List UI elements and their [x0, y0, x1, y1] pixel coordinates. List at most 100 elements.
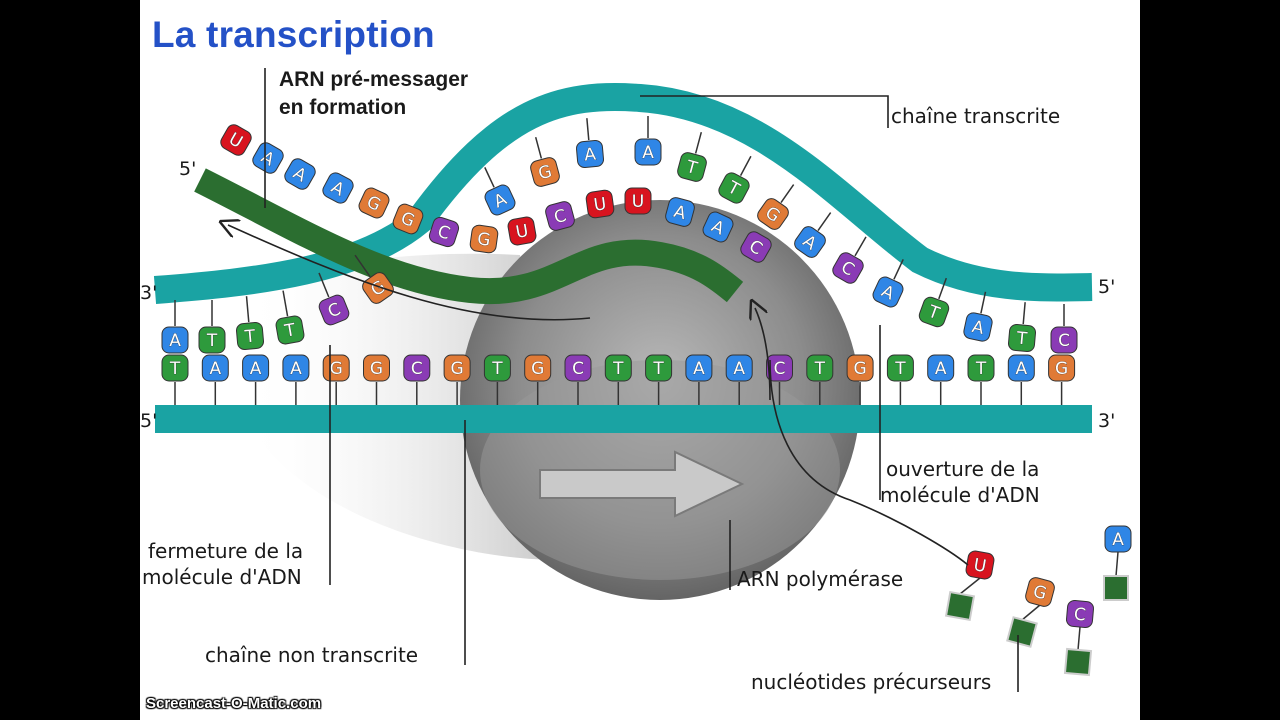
template-bulge-nucleotide: T: [677, 132, 707, 182]
label-chaine-non-transcrite: chaîne non transcrite: [205, 643, 419, 667]
template-bulge-nucleotide: G: [530, 137, 560, 187]
polymerase-entry-arrow: [755, 308, 771, 401]
template-left-nucleotide: T: [235, 296, 265, 351]
precursor-phosphate: [1103, 575, 1129, 601]
nucleotide-letter: C: [774, 359, 786, 379]
precursor-nucleotide: A: [1104, 525, 1132, 553]
nucleotide-letter: U: [514, 221, 530, 243]
nucleotide-letter: G: [1031, 582, 1049, 605]
nucleotide-letter: A: [693, 359, 705, 379]
coding-nucleotide: T: [604, 354, 632, 405]
template-left-nucleotide: T: [275, 290, 305, 345]
nucleotide-letter: T: [975, 359, 987, 379]
template-bulge-nucleotide: T: [718, 155, 752, 204]
nucleotide-letter: A: [1112, 530, 1124, 550]
rna-backbone: [194, 168, 744, 305]
nucleotide-letter: T: [243, 327, 257, 348]
nucleotide-letter: A: [733, 359, 745, 379]
top-right-5-prime: 5': [1098, 276, 1116, 298]
coding-nucleotide: A: [685, 354, 713, 405]
nucleotide-letter: T: [1015, 328, 1029, 349]
label-ouverture-2: molécule d'ADN: [880, 483, 1040, 507]
rna-nucleotide: C: [545, 201, 575, 231]
coding-nucleotide: T: [806, 354, 834, 405]
page-title: La transcription: [152, 14, 435, 55]
nucleotide-letter: T: [652, 359, 664, 379]
coding-nucleotide: G: [524, 354, 552, 405]
nucleotide-letter: C: [411, 359, 423, 379]
precursor-nucleotide: U: [965, 550, 995, 580]
nucleotide-letter: T: [612, 359, 624, 379]
template-bulge-nucleotide: A: [794, 212, 832, 258]
template-bulge-nucleotide: A: [634, 116, 662, 166]
coding-nucleotide: A: [282, 354, 310, 405]
rna-nucleotide: C: [740, 231, 772, 263]
template-left-nucleotide: T: [198, 300, 226, 354]
coding-nucleotide: A: [1007, 354, 1035, 405]
rna-nucleotide: G: [469, 224, 499, 254]
nucleotide-letter: A: [169, 331, 181, 351]
nucleotide-letter: C: [1058, 331, 1070, 351]
coding-nucleotide: T: [645, 354, 673, 405]
rna-nucleotide: A: [322, 172, 354, 204]
template-bulge-nucleotide: C: [1050, 304, 1078, 354]
template-bulge-nucleotide: A: [575, 118, 605, 169]
precursor-link: [1115, 551, 1119, 577]
rna-nucleotide: G: [392, 203, 424, 235]
nucleotide-letter: T: [206, 331, 218, 351]
bottom-right-3-prime: 3': [1098, 410, 1116, 432]
coding-nucleotide: T: [967, 354, 995, 405]
rna-strand: [194, 168, 744, 305]
polymerase-direction-arrow: [539, 450, 745, 518]
label-nucleotides-precurseurs: nucléotides précurseurs: [751, 670, 992, 694]
nucleotide-letter: T: [894, 359, 906, 379]
template-left-nucleotide: A: [161, 300, 189, 354]
nucleotide-letter: A: [1015, 359, 1027, 379]
nucleotide-letter: A: [583, 144, 597, 165]
rna-nucleotide: A: [665, 197, 695, 227]
nucleotide-letter: G: [476, 229, 492, 251]
template-left-nucleotide: C: [318, 272, 350, 326]
rna-nucleotide: A: [252, 142, 284, 174]
nucleotide-letter: A: [250, 359, 262, 379]
precursor-link: [1077, 626, 1081, 651]
nucleotide-letter: T: [282, 320, 297, 342]
template-bulge-nucleotide: A: [963, 291, 993, 342]
precursor-nucleotide: C: [1065, 599, 1095, 629]
rna-nucleotide: U: [220, 124, 252, 156]
nucleotide-letter: U: [972, 555, 988, 577]
label-ouverture-1: ouverture de la: [886, 457, 1040, 481]
nucleotide-letter: G: [1055, 359, 1068, 379]
watermark: Screencast-O-Matic.com: [146, 695, 322, 712]
coding-nucleotide: T: [483, 354, 511, 405]
bottom-backbone: [155, 405, 1092, 433]
nucleotide-letter: A: [642, 143, 654, 163]
template-bulge-nucleotide: A: [872, 259, 904, 308]
label-en-formation: en formation: [279, 96, 407, 119]
precursor-phosphate: [944, 590, 976, 622]
precursor-nucleotide: G: [1025, 577, 1055, 607]
coding-nucleotide: C: [403, 354, 431, 405]
label-arn-polymerase: ARN polymérase: [737, 567, 904, 591]
rna-nucleotide: C: [428, 216, 460, 248]
nucleotide-letter: A: [290, 359, 302, 379]
label-chaine-transcrite: chaîne transcrite: [891, 104, 1061, 128]
label-arn-pre-messager: ARN pré-messager: [279, 68, 469, 91]
rna-nucleotide: U: [585, 189, 615, 219]
precursor-link: [959, 577, 981, 595]
nucleotide-letter: G: [854, 359, 867, 379]
coding-nucleotide: G: [363, 354, 390, 405]
template-bulge-nucleotide: T: [918, 277, 950, 328]
label-fermeture-1: fermeture de la: [148, 539, 304, 563]
coding-nucleotide: C: [564, 354, 592, 405]
coding-nucleotide: A: [242, 354, 270, 405]
rna-5-prime: 5': [179, 158, 197, 180]
precursor-phosphate: [1006, 616, 1038, 648]
precursor-phosphate: [1063, 647, 1093, 677]
nucleotide-letter: T: [814, 359, 826, 379]
coding-nucleotide: C: [766, 354, 793, 405]
